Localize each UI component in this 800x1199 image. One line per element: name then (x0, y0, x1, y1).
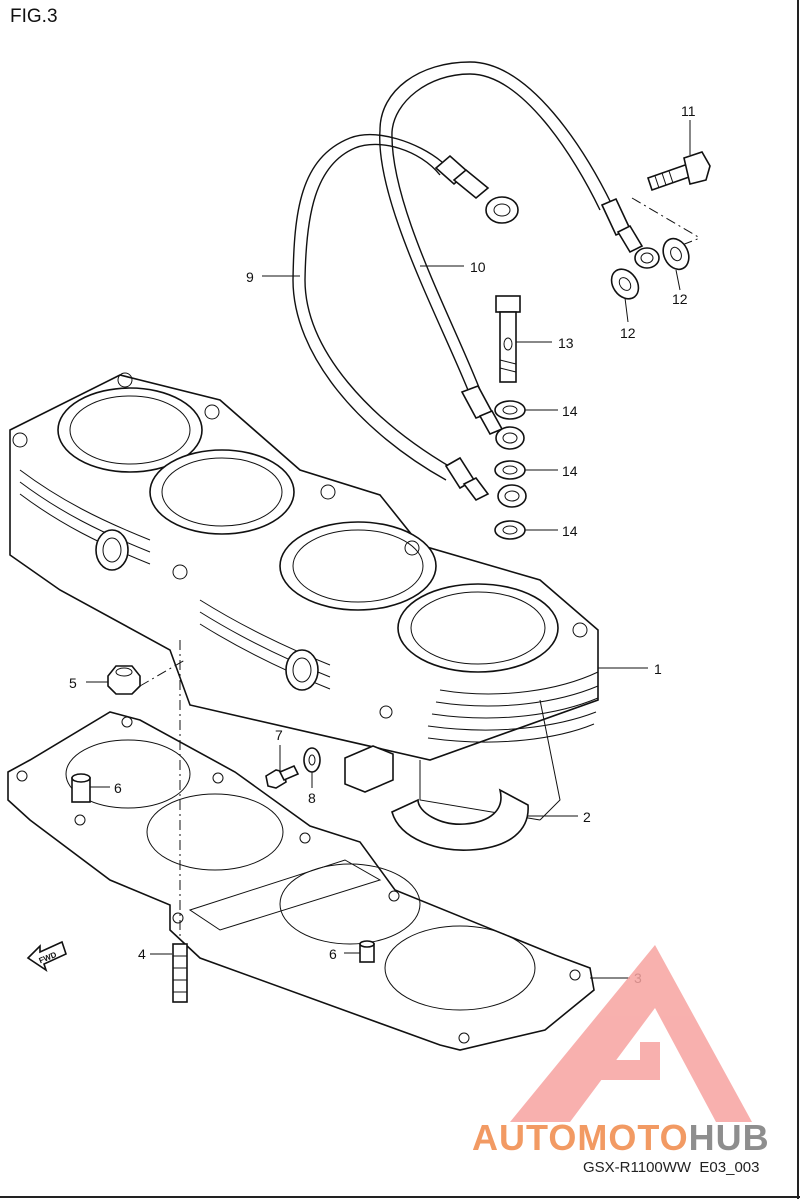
oil-hose-10 (379, 61, 660, 450)
callout-6-right: 6 (329, 946, 337, 962)
nut-5-dash-line (139, 659, 186, 687)
callout-14-top: 14 (562, 403, 578, 419)
callout-1: 1 (654, 661, 662, 677)
callout-4: 4 (138, 946, 146, 962)
callout-14-middle: 14 (562, 463, 578, 479)
washer-14-bottom (494, 520, 526, 540)
watermark-part2: HUB (689, 1117, 770, 1158)
stud-bolt-4 (172, 943, 188, 1003)
callout-7: 7 (275, 727, 283, 743)
cylinder-head-gasket-3 (7, 711, 595, 1051)
nut-5 (107, 665, 141, 695)
fwd-arrow-icon: FWD (26, 940, 67, 972)
bolt-7 (265, 764, 300, 789)
callout-9: 9 (246, 269, 254, 285)
bolt-11-dash-line (631, 197, 701, 239)
washer-12-left (610, 268, 640, 300)
callout-12-left: 12 (620, 325, 636, 341)
washer-14-top (494, 400, 526, 420)
callout-5: 5 (69, 675, 77, 691)
union-bolt-11 (646, 151, 711, 192)
callout-14-bottom: 14 (562, 523, 578, 539)
callout-12-right: 12 (672, 291, 688, 307)
washer-8 (303, 747, 321, 773)
figure-title: FIG.3 (10, 6, 58, 27)
dowel-pin-6-left (71, 773, 91, 803)
callout-8: 8 (308, 790, 316, 806)
union-bolt-13 (495, 295, 521, 383)
drawing-code: GSX-R1100WW E03_003 (583, 1159, 759, 1176)
oil-hose-9 (292, 134, 527, 508)
callout-13: 13 (558, 335, 574, 351)
cylinder-block-1 (9, 372, 599, 821)
watermark-logo-icon (510, 945, 752, 1122)
watermark-part1: AUTOMOTO (472, 1117, 689, 1158)
callout-2: 2 (583, 809, 591, 825)
washer-12-right (662, 237, 690, 271)
callout-6-left: 6 (114, 780, 122, 796)
callout-leaders (86, 120, 691, 979)
callout-10: 10 (470, 259, 486, 275)
watermark-text: AUTOMOTOHUB (472, 1117, 770, 1158)
callout-11: 11 (681, 103, 696, 119)
cylinder-base-gasket-2 (391, 788, 529, 851)
washer-14-middle (494, 460, 526, 480)
dowel-pin-6-right (359, 940, 375, 963)
